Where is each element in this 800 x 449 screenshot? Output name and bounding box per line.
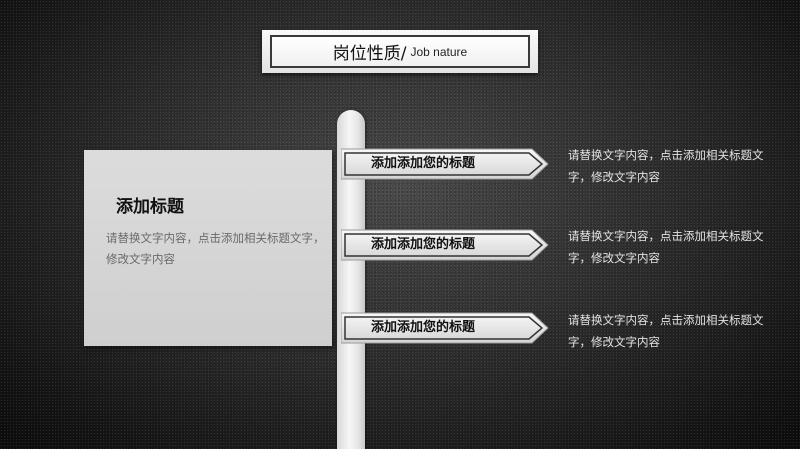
sign-arrow-shape	[341, 148, 549, 180]
title-frame: 岗位性质/ Job nature	[270, 35, 530, 68]
left-panel: 添加标题 请替换文字内容，点击添加相关标题文字，修改文字内容	[84, 150, 332, 346]
sign-arrow-shape	[341, 229, 549, 261]
title-plaque: 岗位性质/ Job nature	[262, 30, 538, 73]
page-title: 岗位性质/	[332, 44, 407, 64]
sign-arrow-shape	[341, 312, 549, 344]
sign-board-2: 添加添加您的标题	[341, 228, 550, 262]
sign-label-2: 添加添加您的标题	[371, 237, 476, 252]
sign-board-1: 添加添加您的标题	[341, 147, 550, 181]
left-panel-heading: 添加标题	[116, 197, 184, 217]
page-title-english: Job nature	[410, 44, 468, 59]
sign-description-2: 请替换文字内容，点击添加相关标题文字，修改文字内容	[568, 229, 764, 265]
sign-description-1: 请替换文字内容，点击添加相关标题文字，修改文字内容	[568, 148, 764, 184]
sign-label-1: 添加添加您的标题	[371, 156, 476, 171]
sign-description-3: 请替换文字内容，点击添加相关标题文字，修改文字内容	[568, 313, 764, 349]
left-panel-body: 请替换文字内容，点击添加相关标题文字，修改文字内容	[106, 231, 325, 266]
sign-board-3: 添加添加您的标题	[341, 311, 550, 345]
sign-label-3: 添加添加您的标题	[371, 320, 476, 335]
